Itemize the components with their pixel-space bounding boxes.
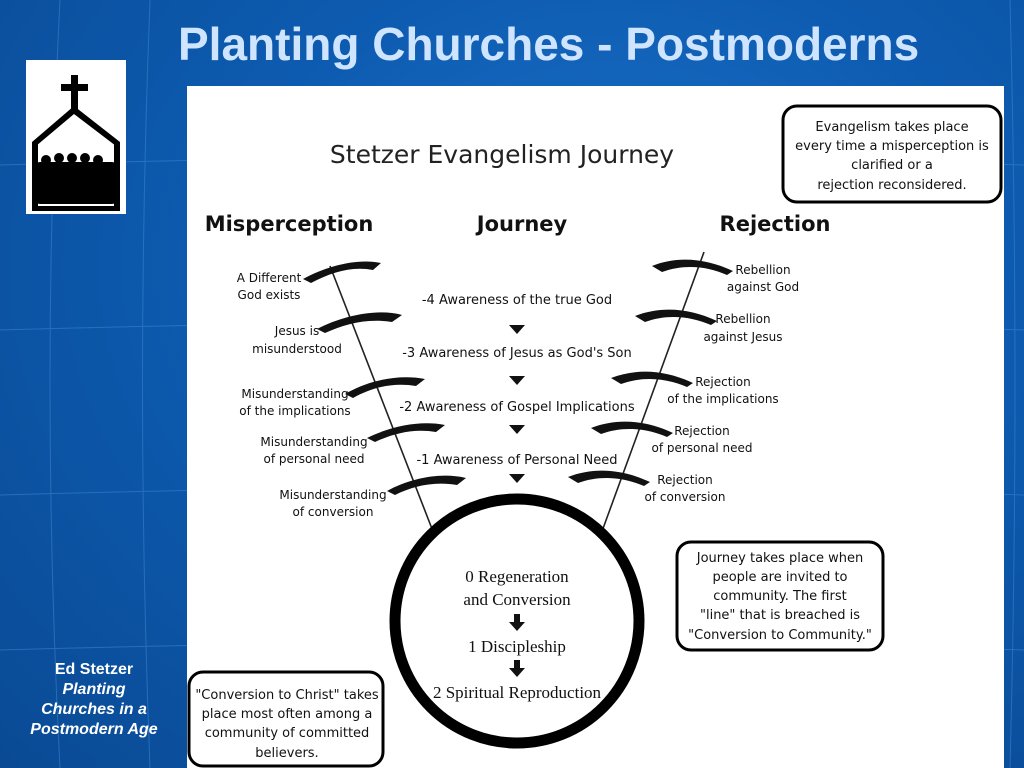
down-arrow-icon: [509, 376, 525, 385]
misperception-line: [329, 265, 435, 535]
left-label-5-line-2: of conversion: [293, 505, 374, 519]
left-note-line-2: place most often among a: [202, 707, 373, 722]
left-note-box: [187, 670, 385, 768]
journey-step-minus-4: -4 Awareness of the true God: [422, 293, 612, 308]
down-arrow-icon: [509, 425, 525, 434]
diagram-panel: Stetzer Evangelism Journey Misperception…: [187, 86, 1004, 768]
swoosh-arrow-icon: [387, 475, 466, 495]
right-label-3-line-1: Rejection: [695, 375, 750, 389]
right-note-line-3: community. The first: [713, 589, 846, 604]
right-label-4-line-2: of personal need: [651, 441, 752, 455]
top-note-line-4: rejection reconsidered.: [817, 178, 966, 193]
left-note-line-1: "Conversion to Christ" takes: [195, 688, 379, 703]
slide-title: Planting Churches - Postmoderns: [178, 18, 920, 70]
down-arrow-icon: [509, 474, 525, 483]
right-label-2-line-2: against Jesus: [703, 330, 782, 344]
swoosh-arrow-icon: [317, 312, 402, 333]
left-label-4-line-1: Misunderstanding: [260, 435, 367, 449]
left-label-3-line-1: Misunderstanding: [241, 387, 348, 401]
circle-step-reproduction: 2 Spiritual Reproduction: [433, 683, 602, 702]
left-swoosh-arrows: [303, 261, 466, 495]
right-label-4-line-1: Rejection: [674, 424, 729, 438]
journey-step-minus-2: -2 Awareness of Gospel Implications: [399, 400, 634, 415]
left-label-2-line-2: misunderstood: [252, 342, 342, 356]
church-icon: [32, 75, 120, 211]
right-swoosh-arrows: [568, 259, 733, 486]
right-label-5-line-1: Rejection: [657, 473, 712, 487]
swoosh-arrow-icon: [635, 309, 717, 325]
caption-book-line-3: Postmodern Age: [30, 721, 158, 738]
header-misperception: Misperception: [205, 212, 374, 236]
right-note-box: [675, 540, 885, 652]
right-note-line-2: people are invited to: [712, 570, 847, 585]
circle-line-2: and Conversion: [463, 590, 571, 609]
book-caption: Ed Stetzer Planting Churches in a Postmo…: [6, 660, 182, 740]
top-note-box: [781, 104, 1003, 204]
top-note-line-1: Evangelism takes place: [815, 120, 968, 135]
header-journey: Journey: [475, 212, 568, 236]
circle-down-arrows: [509, 614, 525, 677]
left-note-line-4: believers.: [255, 746, 318, 761]
evangelism-journey-diagram: Stetzer Evangelism Journey Misperception…: [187, 104, 1003, 768]
right-note-line-4: "line" that is breached is: [700, 608, 860, 623]
right-note-line-5: "Conversion to Community.": [688, 628, 872, 643]
left-note-line-3: community of committed: [205, 726, 370, 741]
church-logo: [26, 60, 126, 214]
left-label-1-line-2: God exists: [238, 288, 301, 302]
journey-step-minus-1: -1 Awareness of Personal Need: [416, 453, 617, 468]
left-label-5-line-1: Misunderstanding: [279, 488, 386, 502]
swoosh-arrow-icon: [367, 423, 445, 442]
caption-book-line-2: Churches in a: [41, 701, 147, 718]
diagram-title: Stetzer Evangelism Journey: [330, 140, 674, 169]
down-arrow-icon: [509, 325, 525, 334]
right-label-2-line-1: Rebellion: [715, 312, 770, 326]
swoosh-arrow-icon: [591, 421, 673, 437]
left-label-4-line-2: of personal need: [263, 452, 364, 466]
top-note-line-3: clarified or a: [851, 158, 933, 173]
caption-book-line-1: Planting: [62, 681, 126, 698]
rejection-line: [600, 251, 705, 535]
right-label-3-line-2: of the implications: [667, 392, 778, 406]
caption-author: Ed Stetzer: [54, 661, 134, 678]
circle-step-discipleship: 1 Discipleship: [468, 637, 566, 656]
swoosh-arrow-icon: [303, 261, 381, 283]
top-note-line-2: every time a misperception is: [795, 139, 989, 154]
left-label-1-line-1: A Different: [237, 271, 302, 285]
journey-down-arrows: [509, 325, 525, 483]
journey-step-minus-3: -3 Awareness of Jesus as God's Son: [402, 346, 632, 361]
right-label-1-line-1: Rebellion: [735, 263, 790, 277]
right-note-line-1: Journey takes place when: [696, 551, 863, 566]
left-label-3-line-2: of the implications: [239, 404, 350, 418]
header-rejection: Rejection: [720, 212, 831, 236]
down-arrow-icon: [509, 614, 525, 631]
swoosh-arrow-icon: [611, 371, 693, 387]
swoosh-arrow-icon: [652, 259, 733, 275]
down-arrow-icon: [509, 660, 525, 677]
circle-line-1: 0 Regeneration: [465, 567, 569, 586]
swoosh-arrow-icon: [345, 377, 425, 398]
swoosh-arrow-icon: [568, 470, 650, 486]
left-label-2-line-1: Jesus is: [274, 324, 319, 338]
right-label-1-line-2: against God: [727, 280, 799, 294]
right-label-5-line-2: of conversion: [645, 490, 726, 504]
